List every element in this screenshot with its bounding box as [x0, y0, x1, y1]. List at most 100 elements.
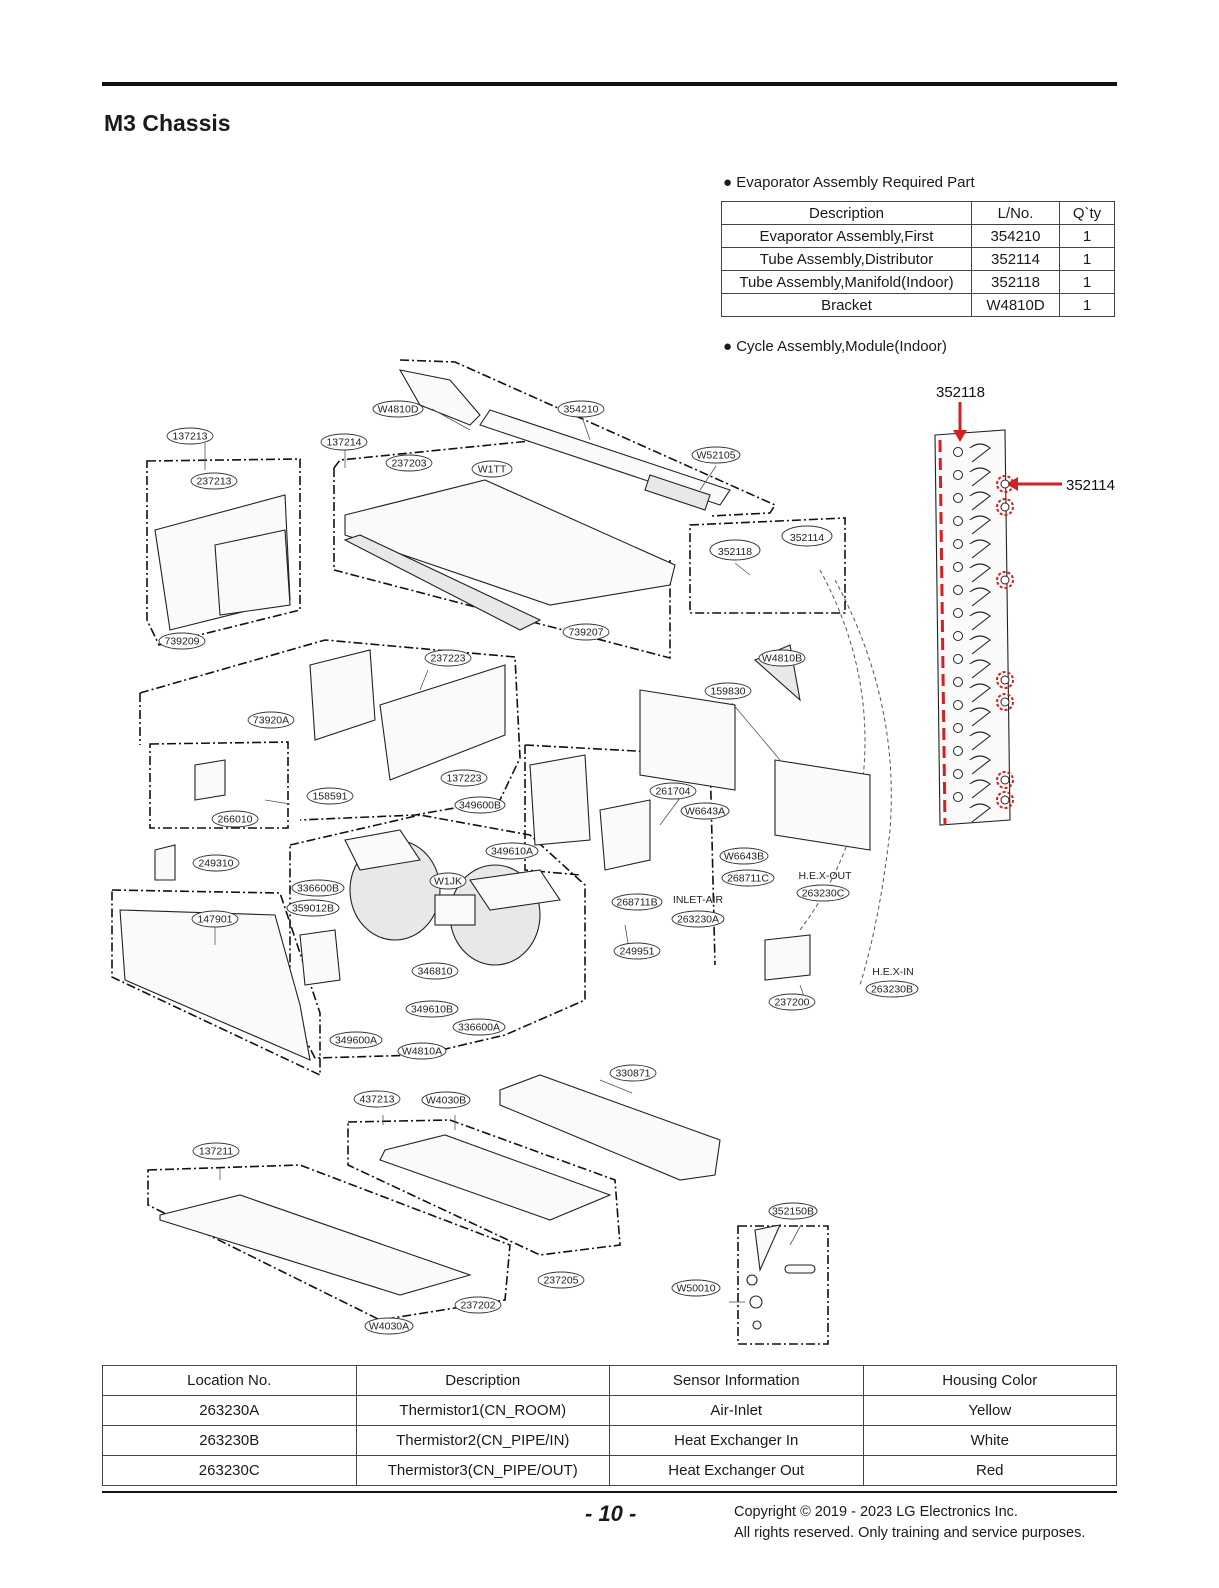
table-cell: 354210 [971, 224, 1060, 248]
part-tag: 330871 [609, 1064, 657, 1082]
exploded-parts-diagram: 352118 352114 [111, 359, 1115, 1345]
part-tag: 266010 [211, 810, 259, 828]
part-number-label: 266010 [217, 814, 252, 826]
table-cell: 1 [1059, 247, 1115, 271]
part-number-label: 354210 [563, 404, 598, 416]
part-tag: 249951 [613, 942, 661, 960]
part-number-label: 263230C [802, 888, 845, 900]
part-number-label: 237213 [196, 476, 231, 488]
part-number-label: W4030B [426, 1095, 466, 1107]
part-number-label: 349600B [459, 800, 501, 812]
part-tag: 137213 [166, 427, 214, 445]
part-tag: 437213 [353, 1090, 401, 1108]
table-header-row: Location No. Description Sensor Informat… [102, 1365, 1117, 1396]
part-tag: 137211 [192, 1142, 240, 1160]
bottom-panel-outline [147, 1164, 511, 1321]
drain-cover-outline [347, 1119, 621, 1256]
copyright-line: Copyright © 2019 - 2023 LG Electronics I… [734, 1504, 1018, 1520]
part-tag: 261704 [649, 782, 697, 800]
table-cell: 263230B [102, 1425, 357, 1456]
part-number-label: 249951 [619, 946, 654, 958]
part-tag: 147901 [191, 910, 239, 928]
bottom-rule [102, 1491, 1117, 1493]
table-row: Tube Assembly,Manifold(Indoor) 352118 1 [721, 270, 1115, 294]
sensor-box-outline [149, 741, 289, 829]
part-number-label: 268711C [727, 873, 769, 885]
part-tag: 352150B [768, 1202, 818, 1220]
part-tag: 346810 [411, 962, 459, 980]
sensor-position-label: H.E.X-IN [872, 966, 913, 978]
part-tag: 336600B [291, 879, 345, 897]
part-tag: 739207 [562, 623, 610, 641]
header-description: Description [721, 201, 972, 225]
table-cell: Red [862, 1455, 1117, 1486]
part-tag: W52105 [691, 446, 741, 464]
table-row: 263230A Thermistor1(CN_ROOM) Air-Inlet Y… [102, 1395, 1117, 1426]
part-number-label: 237223 [430, 653, 465, 665]
part-tag: W4030B [421, 1091, 471, 1109]
part-tag: 268711B [611, 893, 663, 911]
table-cell: Heat Exchanger Out [609, 1455, 864, 1486]
table-row: 263230C Thermistor3(CN_PIPE/OUT) Heat Ex… [102, 1455, 1117, 1486]
table-cell: 1 [1059, 224, 1115, 248]
part-number-label: W1JK [434, 876, 462, 888]
part-number-label: 137223 [446, 773, 481, 785]
copyright-notice: Copyright © 2019 - 2023 LG Electronics I… [734, 1502, 1085, 1544]
part-tag: W1JK [429, 872, 467, 890]
part-number-label: 261704 [655, 786, 690, 798]
sensor-position-label: H.E.X-OUT [798, 870, 852, 882]
part-number-label: 158591 [312, 791, 347, 803]
part-number-label: 137214 [326, 437, 361, 449]
part-tag: 263230B [865, 980, 919, 998]
callout-352114: 352114 [1066, 477, 1115, 494]
part-tag: 263230A [671, 910, 725, 928]
part-number-label: W6643A [685, 806, 725, 818]
part-tag: 159830 [704, 682, 752, 700]
blower-outline [289, 814, 586, 1059]
part-number-label: 137211 [199, 1146, 233, 1158]
cycle-assembly-label: ● Cycle Assembly,Module(Indoor) [723, 338, 947, 355]
part-number-label: 249310 [198, 858, 233, 870]
evaporator-side-view: 352118 352114 [934, 384, 1115, 826]
table-cell: 1 [1059, 293, 1115, 317]
part-number-label: 349600A [335, 1035, 377, 1047]
part-number-label: 330871 [615, 1068, 650, 1080]
part-tag: W1TT [471, 460, 513, 478]
part-number-label: 73920A [253, 715, 289, 727]
part-number-label: 349610B [411, 1004, 453, 1016]
part-tag: W50010 [671, 1279, 721, 1297]
part-tag: 73920A [247, 711, 295, 729]
table-cell: 263230A [102, 1395, 357, 1426]
evaporator-parts-table: Description L/No. Q`ty Evaporator Assemb… [721, 201, 1115, 317]
part-tag: 359012B [286, 899, 340, 917]
part-number-label: 346810 [417, 966, 452, 978]
part-number-label: W6643B [724, 851, 764, 863]
part-number-label: 437213 [359, 1094, 394, 1106]
screw-kit-outline [737, 1225, 829, 1345]
part-tag: W4810B [758, 649, 806, 667]
part-number-label: 237202 [460, 1300, 495, 1312]
table-cell: White [862, 1425, 1117, 1456]
copyright-line: All rights reserved. Only training and s… [734, 1525, 1086, 1541]
part-number-label: 349610A [491, 846, 533, 858]
table-cell: Tube Assembly,Distributor [721, 247, 972, 271]
part-tag: 354210 [557, 400, 605, 418]
part-shapes [119, 369, 871, 1330]
part-tag: 237205 [537, 1271, 585, 1289]
part-tag: 249310 [192, 854, 240, 872]
left-panel-outline [146, 458, 301, 646]
table-header-row: Description L/No. Q`ty [721, 201, 1115, 225]
part-number-label: 147901 [197, 914, 232, 926]
part-tag: 263230C [796, 884, 850, 902]
part-number-label: 336600B [297, 883, 339, 895]
part-tag: 739209 [158, 632, 206, 650]
control-box-outline [524, 744, 716, 966]
part-tag: W6643B [719, 847, 769, 865]
part-tag: 237203 [385, 454, 433, 472]
top-evap-outline [399, 359, 777, 517]
table-cell: W4810D [971, 293, 1060, 317]
part-tag: 237213 [190, 472, 238, 490]
header-lno: L/No. [971, 201, 1060, 225]
header-location: Location No. [102, 1365, 357, 1396]
